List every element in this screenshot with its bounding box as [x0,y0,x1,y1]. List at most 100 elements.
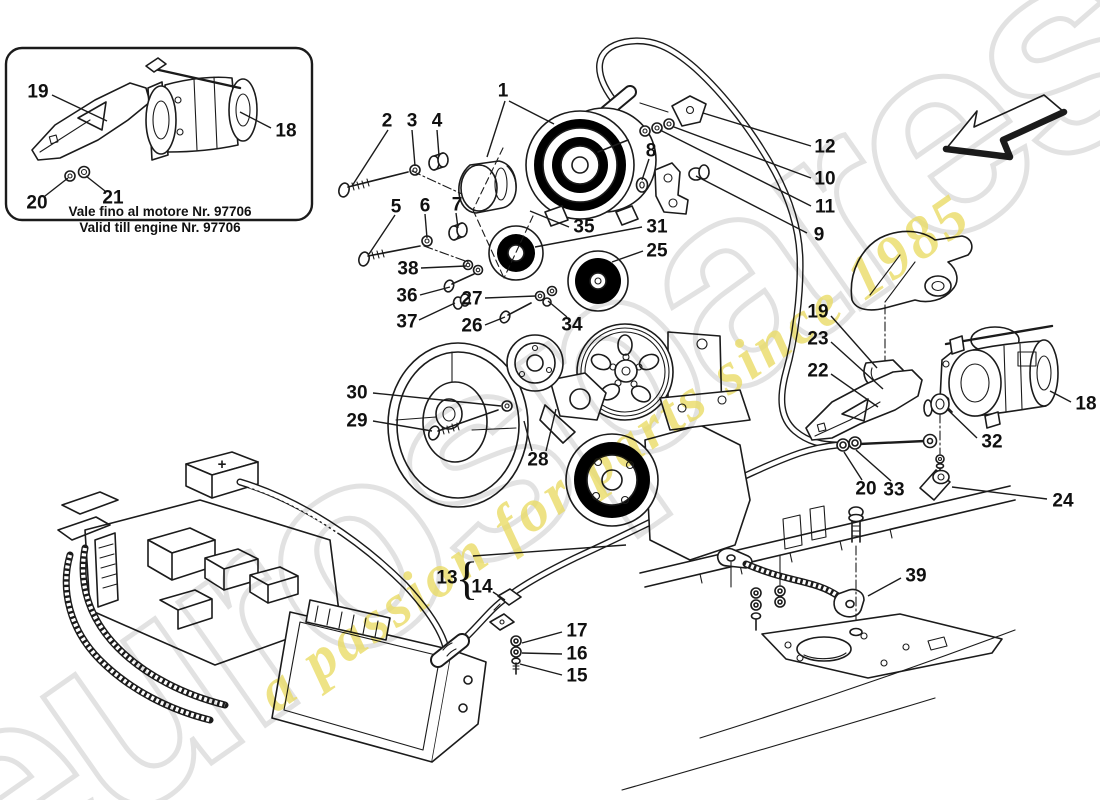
callout-37: 37 [396,312,417,333]
callout-22: 22 [807,361,828,382]
inset-box: Vale fino al motore Nr. 97706 Valid till… [4,46,314,235]
leader-line [951,486,1048,500]
leader-line [372,420,433,432]
callout-20: 20 [26,193,47,214]
leader-line [830,373,879,408]
leader-line [44,177,69,197]
callout-36: 36 [396,286,417,307]
leader-line [855,449,892,482]
leader-line [492,591,506,601]
callout-16: 16 [566,644,587,665]
leader-line [85,175,106,192]
callout-3: 3 [407,111,418,132]
leader-line [424,213,428,239]
inset-starter-motor [145,57,258,161]
leader-line [547,300,568,318]
callout-34: 34 [561,315,583,336]
callout-1: 1 [498,81,509,102]
starter-cables: { [430,37,951,675]
callout-38: 38 [397,259,418,280]
leader-line [411,129,416,167]
callout-9: 9 [814,225,825,246]
inset-starter-bracket [31,82,151,161]
callout-33: 33 [883,480,904,501]
leader-line [843,451,863,481]
callout-26: 26 [461,316,482,337]
callout-27: 27 [461,289,482,310]
leader-line [1049,390,1072,403]
callout-35: 35 [573,217,595,238]
callout-13: 13 [436,568,457,589]
leader-line [534,226,643,248]
belt-drive-components [387,160,751,561]
leader-line [519,663,563,676]
leader-line [695,175,808,234]
leader-line [521,631,563,644]
leader-line [529,210,570,228]
leader-line [436,129,440,157]
leader-line [484,295,537,299]
inset-caption-english: Valid till engine Nr. 97706 [79,220,241,235]
callout-11: 11 [815,197,836,218]
callout-7: 7 [452,195,463,216]
leader-line [523,420,533,452]
callout-10: 10 [814,169,835,190]
leader-line [545,408,557,452]
strap-bolt [848,506,864,629]
callout-2: 2 [382,111,393,132]
plus-symbol: + [218,456,227,473]
leader-line [830,315,878,369]
callout-6: 6 [420,196,431,217]
battery-positive-terminal: + [185,451,259,499]
leader-line [420,265,467,269]
leader-line [351,129,389,187]
leader-line [372,392,502,407]
callout-23: 23 [807,329,828,350]
callout-19: 19 [807,302,828,323]
direction-arrow-icon [942,94,1068,161]
leader-line [472,544,627,557]
leader-line [521,652,563,655]
alternator [525,95,710,227]
inset-caption-italian: Vale fino al motore Nr. 97706 [68,204,252,219]
leader-line [484,316,506,326]
belt-tensioner [506,334,607,444]
leader-line [702,112,812,147]
callout-29: 29 [346,411,367,432]
leader-line [51,94,108,122]
callout-39: 39 [905,566,926,587]
callout-20: 20 [855,479,876,500]
ground-strap-assembly [621,485,1016,791]
leader-line [867,577,902,597]
callout-28: 28 [527,450,548,471]
leader-line [659,129,812,207]
leader-line [946,408,978,439]
callout-14: 14 [471,577,493,598]
right-assembly [805,230,1059,441]
leader-line [486,100,506,158]
callout-4: 4 [432,111,443,132]
callout-5: 5 [391,197,402,218]
pulley-spacer [458,160,517,214]
callout-24: 24 [1052,491,1074,512]
callout-15: 15 [566,666,588,687]
callout-30: 30 [346,383,367,404]
leader-line [419,286,451,296]
callout-12: 12 [814,137,835,158]
bracket-brace: { [456,553,479,605]
callout-21: 21 [102,188,124,209]
callout-31: 31 [646,217,668,238]
leader-line [368,214,396,255]
leader-line [830,341,884,390]
callout-18: 18 [1075,394,1096,415]
callout-8: 8 [646,141,657,162]
construction-lines [411,147,534,279]
callout-18: 18 [275,121,296,142]
callout-25: 25 [646,241,668,262]
leader-line [418,302,456,321]
leader-line [455,212,459,229]
leader-line [611,250,644,263]
callout-19: 19 [27,82,48,103]
